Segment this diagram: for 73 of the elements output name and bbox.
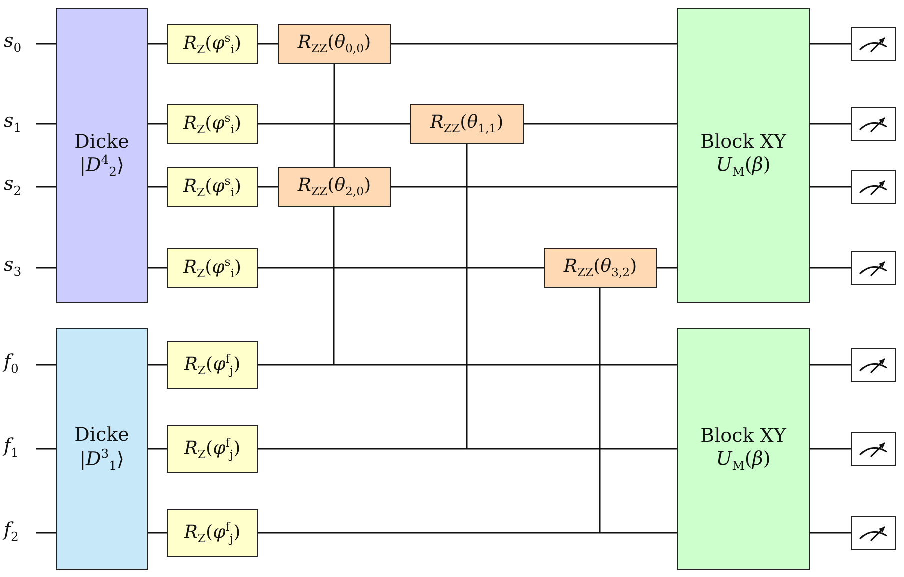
- qubit-wire: [36, 364, 56, 366]
- measurement-box: [851, 170, 896, 204]
- qubit-wire: [810, 43, 851, 45]
- rz-gate: R$_{Z}$(φ$^{s}$$_{i}$): [167, 167, 258, 207]
- qubit-wire: [810, 186, 851, 188]
- measurement-box: [851, 348, 896, 382]
- qubit-wire: [258, 532, 677, 534]
- qubit-wire: [258, 123, 410, 125]
- rzz-gate: R$_{ZZ}$(θ$_{2,0}$): [278, 167, 391, 207]
- qubit-wire: [810, 532, 851, 534]
- measurement-box: [851, 251, 896, 285]
- block-title: Dicke: [74, 424, 130, 447]
- measurement-box: [851, 516, 896, 550]
- wire-label: s$_{2}$: [0, 173, 34, 201]
- qubit-wire: [258, 186, 278, 188]
- qubit-wire: [524, 123, 677, 125]
- block-title: Dicke: [74, 130, 130, 154]
- coupling-line: [466, 144, 468, 449]
- qubit-wire: [36, 186, 56, 188]
- qubit-wire: [657, 267, 677, 269]
- coupling-line: [334, 64, 336, 167]
- state-formula: |D$^{4}$$_{2}$⟩: [80, 153, 124, 180]
- coupling-line: [333, 207, 335, 365]
- qubit-wire: [148, 123, 167, 125]
- block-title: Block XY: [700, 424, 786, 448]
- wire-label: s$_{0}$: [0, 30, 34, 58]
- qubit-wire: [148, 186, 167, 188]
- wire-label: s$_{3}$: [0, 254, 34, 282]
- qubit-wire: [810, 267, 851, 269]
- measurement-box: [851, 432, 896, 466]
- wire-label: f$_{0}$: [0, 351, 34, 379]
- qubit-wire: [810, 364, 851, 366]
- qubit-wire: [391, 186, 677, 188]
- rzz-gate: R$_{ZZ}$(θ$_{0,0}$): [278, 24, 391, 64]
- wire-label: f$_{1}$: [0, 435, 34, 463]
- qubit-wire: [148, 532, 167, 534]
- dicke-state-block: [56, 328, 148, 570]
- qubit-wire: [148, 43, 167, 45]
- measurement-box: [851, 107, 896, 141]
- qubit-wire: [36, 448, 56, 450]
- mixer-block: [677, 8, 810, 303]
- rz-gate: R$_{Z}$(φ$^{f}$$_{j}$): [167, 509, 258, 557]
- qubit-wire: [148, 267, 167, 269]
- rz-gate: R$_{Z}$(φ$^{s}$$_{i}$): [167, 24, 258, 64]
- qubit-wire: [36, 267, 56, 269]
- state-formula: U$_{M}$(β): [716, 154, 771, 180]
- coupling-line: [599, 288, 601, 533]
- rzz-gate: R$_{ZZ}$(θ$_{1,1}$): [410, 104, 524, 144]
- state-formula: U$_{M}$(β): [716, 448, 771, 474]
- rz-gate: R$_{Z}$(φ$^{f}$$_{j}$): [167, 341, 258, 389]
- rz-gate: R$_{Z}$(φ$^{f}$$_{j}$): [167, 425, 258, 473]
- qubit-wire: [810, 448, 851, 450]
- qubit-wire: [391, 43, 677, 45]
- qubit-wire: [36, 532, 56, 534]
- qubit-wire: [258, 43, 278, 45]
- measurement-box: [851, 27, 896, 61]
- block-title: Block XY: [700, 131, 786, 154]
- dicke-state-block: [56, 8, 148, 303]
- state-formula: |D$^{3}$$_{1}$⟩: [80, 446, 124, 474]
- qubit-wire: [148, 364, 167, 366]
- qubit-wire: [810, 123, 851, 125]
- rz-gate: R$_{Z}$(φ$^{s}$$_{i}$): [167, 104, 258, 144]
- qubit-wire: [36, 43, 56, 45]
- rz-gate: R$_{Z}$(φ$^{s}$$_{i}$): [167, 248, 258, 288]
- qubit-wire: [258, 448, 677, 450]
- qubit-wire: [258, 267, 544, 269]
- qubit-wire: [36, 123, 56, 125]
- wire-label: s$_{1}$: [0, 110, 34, 138]
- qubit-wire: [258, 364, 677, 366]
- mixer-block: [677, 328, 810, 570]
- qubit-wire: [148, 448, 167, 450]
- wire-label: f$_{2}$: [0, 519, 34, 547]
- rzz-gate: R$_{ZZ}$(θ$_{3,2}$): [544, 248, 657, 288]
